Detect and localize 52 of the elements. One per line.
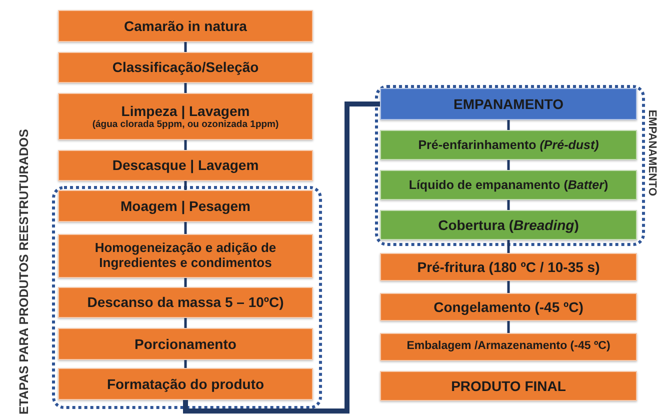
step-label: Congelamento (-45 ºC): [434, 298, 584, 316]
connector-line: [183, 102, 380, 414]
connector-line: [507, 281, 510, 293]
step-label: Formatação do produto: [106, 376, 264, 392]
step-label: Pré-enfarinhamento (Pré-dust): [418, 138, 599, 152]
connector-line: [184, 83, 187, 93]
step-label: Porcionamento: [134, 336, 236, 352]
connector-line: [184, 318, 187, 328]
step-label: Camarão in natura: [124, 18, 247, 34]
step-label: Homogeneização e adição de Ingredientes e condimentos: [94, 241, 278, 271]
group-label: ETAPAS PARA PRODUTOS REESTRUTURADOS: [17, 128, 32, 414]
step-label: PRODUTO FINAL: [451, 378, 566, 394]
group-label: EMPANAMENTO: [644, 108, 657, 198]
connector-line: [184, 140, 187, 150]
connector-line: [184, 181, 187, 190]
process-box: [58, 234, 313, 278]
process-box: [380, 333, 637, 361]
process-box: [380, 88, 637, 120]
process-box: [58, 93, 313, 140]
connector-line: [184, 222, 187, 234]
process-box: [58, 150, 313, 181]
step-label: Descasque | Lavagem: [112, 157, 259, 174]
connector-line: [507, 240, 510, 253]
process-box: [58, 328, 313, 360]
connector-line: [184, 360, 187, 368]
process-box: [58, 287, 313, 318]
process-box: [380, 371, 637, 401]
connector-line: [184, 278, 187, 287]
step-label: Cobertura (Breading): [438, 216, 579, 234]
step-label: Líquido de empanamento (Batter): [408, 178, 608, 192]
step-label: Descanso da massa 5 – 10ºC): [87, 294, 284, 311]
process-box: [380, 170, 637, 200]
process-box: [58, 52, 313, 83]
connector-line: [507, 160, 510, 170]
step-label: Moagem | Pesagem: [120, 198, 250, 214]
process-box: [380, 253, 637, 281]
step-label: EMPANAMENTO: [454, 96, 564, 112]
process-box: [380, 293, 637, 321]
step-label: Classificação/Seleção: [112, 59, 259, 76]
step-label: Embalagem /Armazenamento (-45 ºC): [406, 340, 610, 354]
process-box: [380, 130, 637, 160]
process-box: [58, 190, 313, 222]
connector-line: [507, 321, 510, 333]
step-label: Pré-fritura (180 ºC / 10-35 s): [417, 258, 600, 276]
connector-line: [507, 200, 510, 210]
step-label: Limpeza | Lavagem: [121, 102, 250, 119]
connector-line: [184, 42, 187, 52]
process-box: [58, 10, 313, 42]
step-note: (água clorada 5ppm, ou ozonizada 1ppm): [92, 118, 279, 130]
connector-line: [507, 120, 510, 130]
process-box: [380, 210, 637, 240]
process-box: [58, 368, 313, 400]
